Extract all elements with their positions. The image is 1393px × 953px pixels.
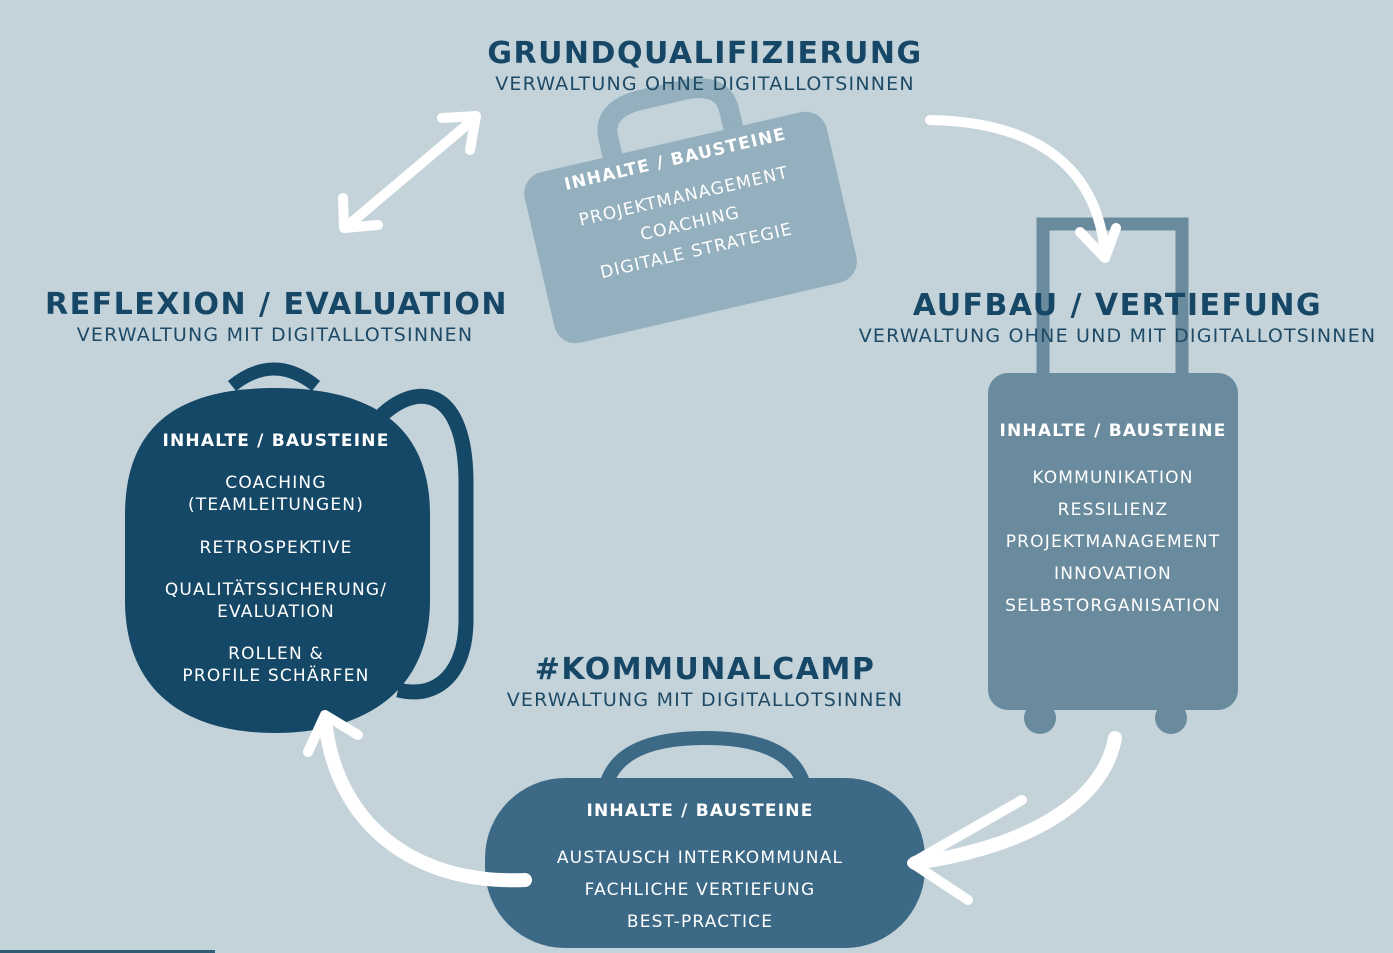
stage-heading-camp: #KOMMUNALCAMP VERWALTUNG MIT DIGITALLOTS… (480, 652, 930, 712)
backpack-item: EVALUATION (217, 602, 335, 622)
duffel-contents: INHALTE / BAUSTEINE AUSTAUSCH INTERKOMMU… (485, 800, 915, 938)
trolley-heading: INHALTE / BAUSTEINE (999, 421, 1227, 441)
trolley-item: RESSILIENZ (1057, 500, 1169, 520)
stage-heading-grund: GRUNDQUALIFIZIERUNG VERWALTUNG OHNE DIGI… (480, 36, 930, 96)
trolley-contents: INHALTE / BAUSTEINE KOMMUNIKATION RESSIL… (988, 420, 1238, 622)
duffel-heading: INHALTE / BAUSTEINE (586, 801, 814, 821)
duffel-item: BEST-PRACTICE (626, 912, 774, 932)
bottom-divider (0, 950, 215, 953)
trolley-item: INNOVATION (1054, 564, 1172, 584)
trolley-item: SELBSTORGANISATION (1005, 596, 1221, 616)
arrow-aufbau-to-camp (907, 731, 1122, 905)
briefcase-icon (524, 78, 857, 344)
backpack-item: PROFILE SCHÄRFEN (182, 666, 370, 686)
backpack-item: QUALITÄTSSICHERUNG/ (164, 580, 388, 600)
stage-subtitle-camp: VERWALTUNG MIT DIGITALLOTSINNEN (506, 689, 904, 711)
backpack-heading: INHALTE / BAUSTEINE (162, 431, 390, 451)
duffel-bag-icon (485, 730, 925, 948)
trolley-item: PROJEKTMANAGEMENT (1005, 532, 1221, 552)
stage-subtitle-aufbau: VERWALTUNG OHNE UND MIT DIGITALLOTSINNEN (858, 325, 1377, 347)
stage-title-grund: GRUNDQUALIFIZIERUNG (487, 36, 923, 71)
arrow-reflexion-to-grund (338, 111, 481, 233)
duffel-item: FACHLICHE VERTIEFUNG (584, 880, 816, 900)
stage-heading-reflexion: REFLEXION / EVALUATION VERWALTUNG MIT DI… (45, 287, 508, 347)
stage-subtitle-reflexion: VERWALTUNG MIT DIGITALLOTSINNEN (76, 324, 474, 346)
stage-title-aufbau: AUFBAU / VERTIEFUNG (912, 288, 1323, 323)
backpack-item: (TEAMLEITUNGEN) (187, 495, 365, 515)
stage-title-reflexion: REFLEXION / EVALUATION (45, 287, 508, 322)
arrow-camp-to-reflexion (303, 710, 532, 888)
backpack-icon (125, 362, 474, 733)
trolley-suitcase-icon (988, 217, 1238, 734)
backpack-item: COACHING (225, 473, 327, 493)
stage-title-camp: #KOMMUNALCAMP (534, 652, 876, 687)
backpack-item: ROLLEN & (228, 644, 324, 664)
arrow-grund-to-aufbau (925, 115, 1121, 263)
backpack-item: RETROSPEKTIVE (199, 538, 353, 558)
stage-heading-aufbau: AUFBAU / VERTIEFUNG VERWALTUNG OHNE UND … (845, 288, 1390, 348)
backpack-contents: INHALTE / BAUSTEINE COACHING (TEAMLEITUN… (140, 430, 412, 687)
duffel-item: AUSTAUSCH INTERKOMMUNAL (556, 848, 844, 868)
stage-subtitle-grund: VERWALTUNG OHNE DIGITALLOTSINNEN (495, 73, 915, 95)
trolley-item: KOMMUNIKATION (1032, 468, 1194, 488)
